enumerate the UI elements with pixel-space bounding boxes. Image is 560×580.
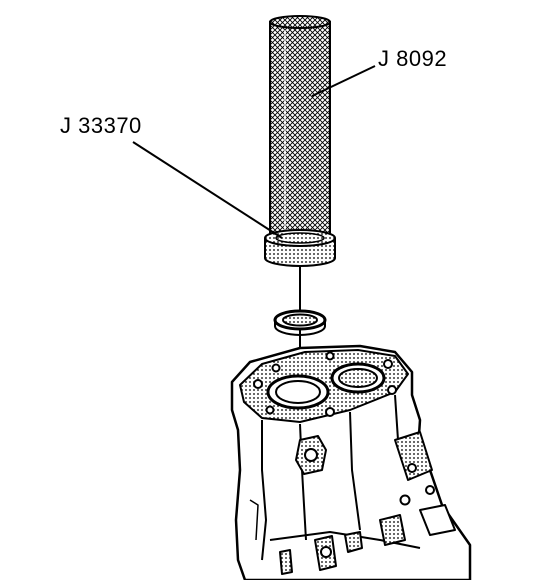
driver-handle-j8092 (269, 15, 331, 243)
transmission-case (230, 344, 472, 580)
leader-line-j33370 (132, 141, 283, 239)
installer-j33370 (264, 229, 336, 267)
label-j33370: J 33370 (60, 113, 142, 138)
label-j8092: J 8092 (378, 46, 447, 71)
seal (273, 309, 327, 336)
leader-line-j8092 (311, 65, 376, 97)
